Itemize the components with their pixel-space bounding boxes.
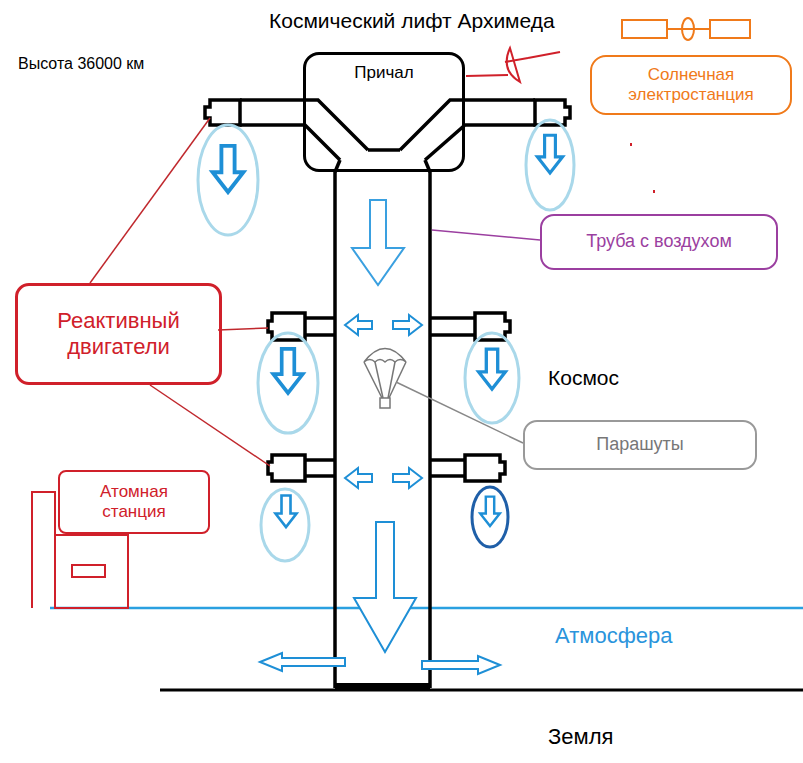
solar-station-box: Солнечная электростанция (590, 55, 792, 115)
node-text: Труба с воздухом (586, 231, 732, 253)
height-label: Высота 36000 км (18, 54, 144, 73)
ground-line (160, 689, 803, 692)
antenna-dish (466, 48, 560, 82)
solar-satellite (622, 18, 750, 40)
parachute (364, 349, 406, 409)
air-flow-arrows (260, 200, 500, 674)
nuclear-plant-box: Атомная станция (58, 470, 210, 534)
dock-box: Причал (303, 52, 465, 172)
node-text: Парашуты (596, 434, 684, 456)
space-label: Космос (548, 365, 619, 390)
engines-callout-box: Реактивный двигатели (15, 283, 222, 385)
engine-plumes (198, 120, 574, 561)
tube-callout-box: Труба с воздухом (540, 214, 778, 270)
node-text: Атомная станция (69, 482, 199, 523)
atmosphere-label: Атмосфера (555, 623, 672, 649)
diagram-title: Космический лифт Архимеда (269, 8, 555, 33)
air-tube (205, 100, 570, 688)
atmosphere-line (50, 607, 803, 610)
parachutes-callout-box: Парашуты (523, 420, 757, 470)
node-text: Реактивный двигатели (26, 308, 211, 361)
dots (630, 143, 655, 193)
thrust-arrows (213, 135, 563, 527)
node-text: Причал (354, 63, 413, 83)
node-text: Солнечная электростанция (601, 65, 781, 106)
earth-label: Земля (548, 724, 613, 750)
